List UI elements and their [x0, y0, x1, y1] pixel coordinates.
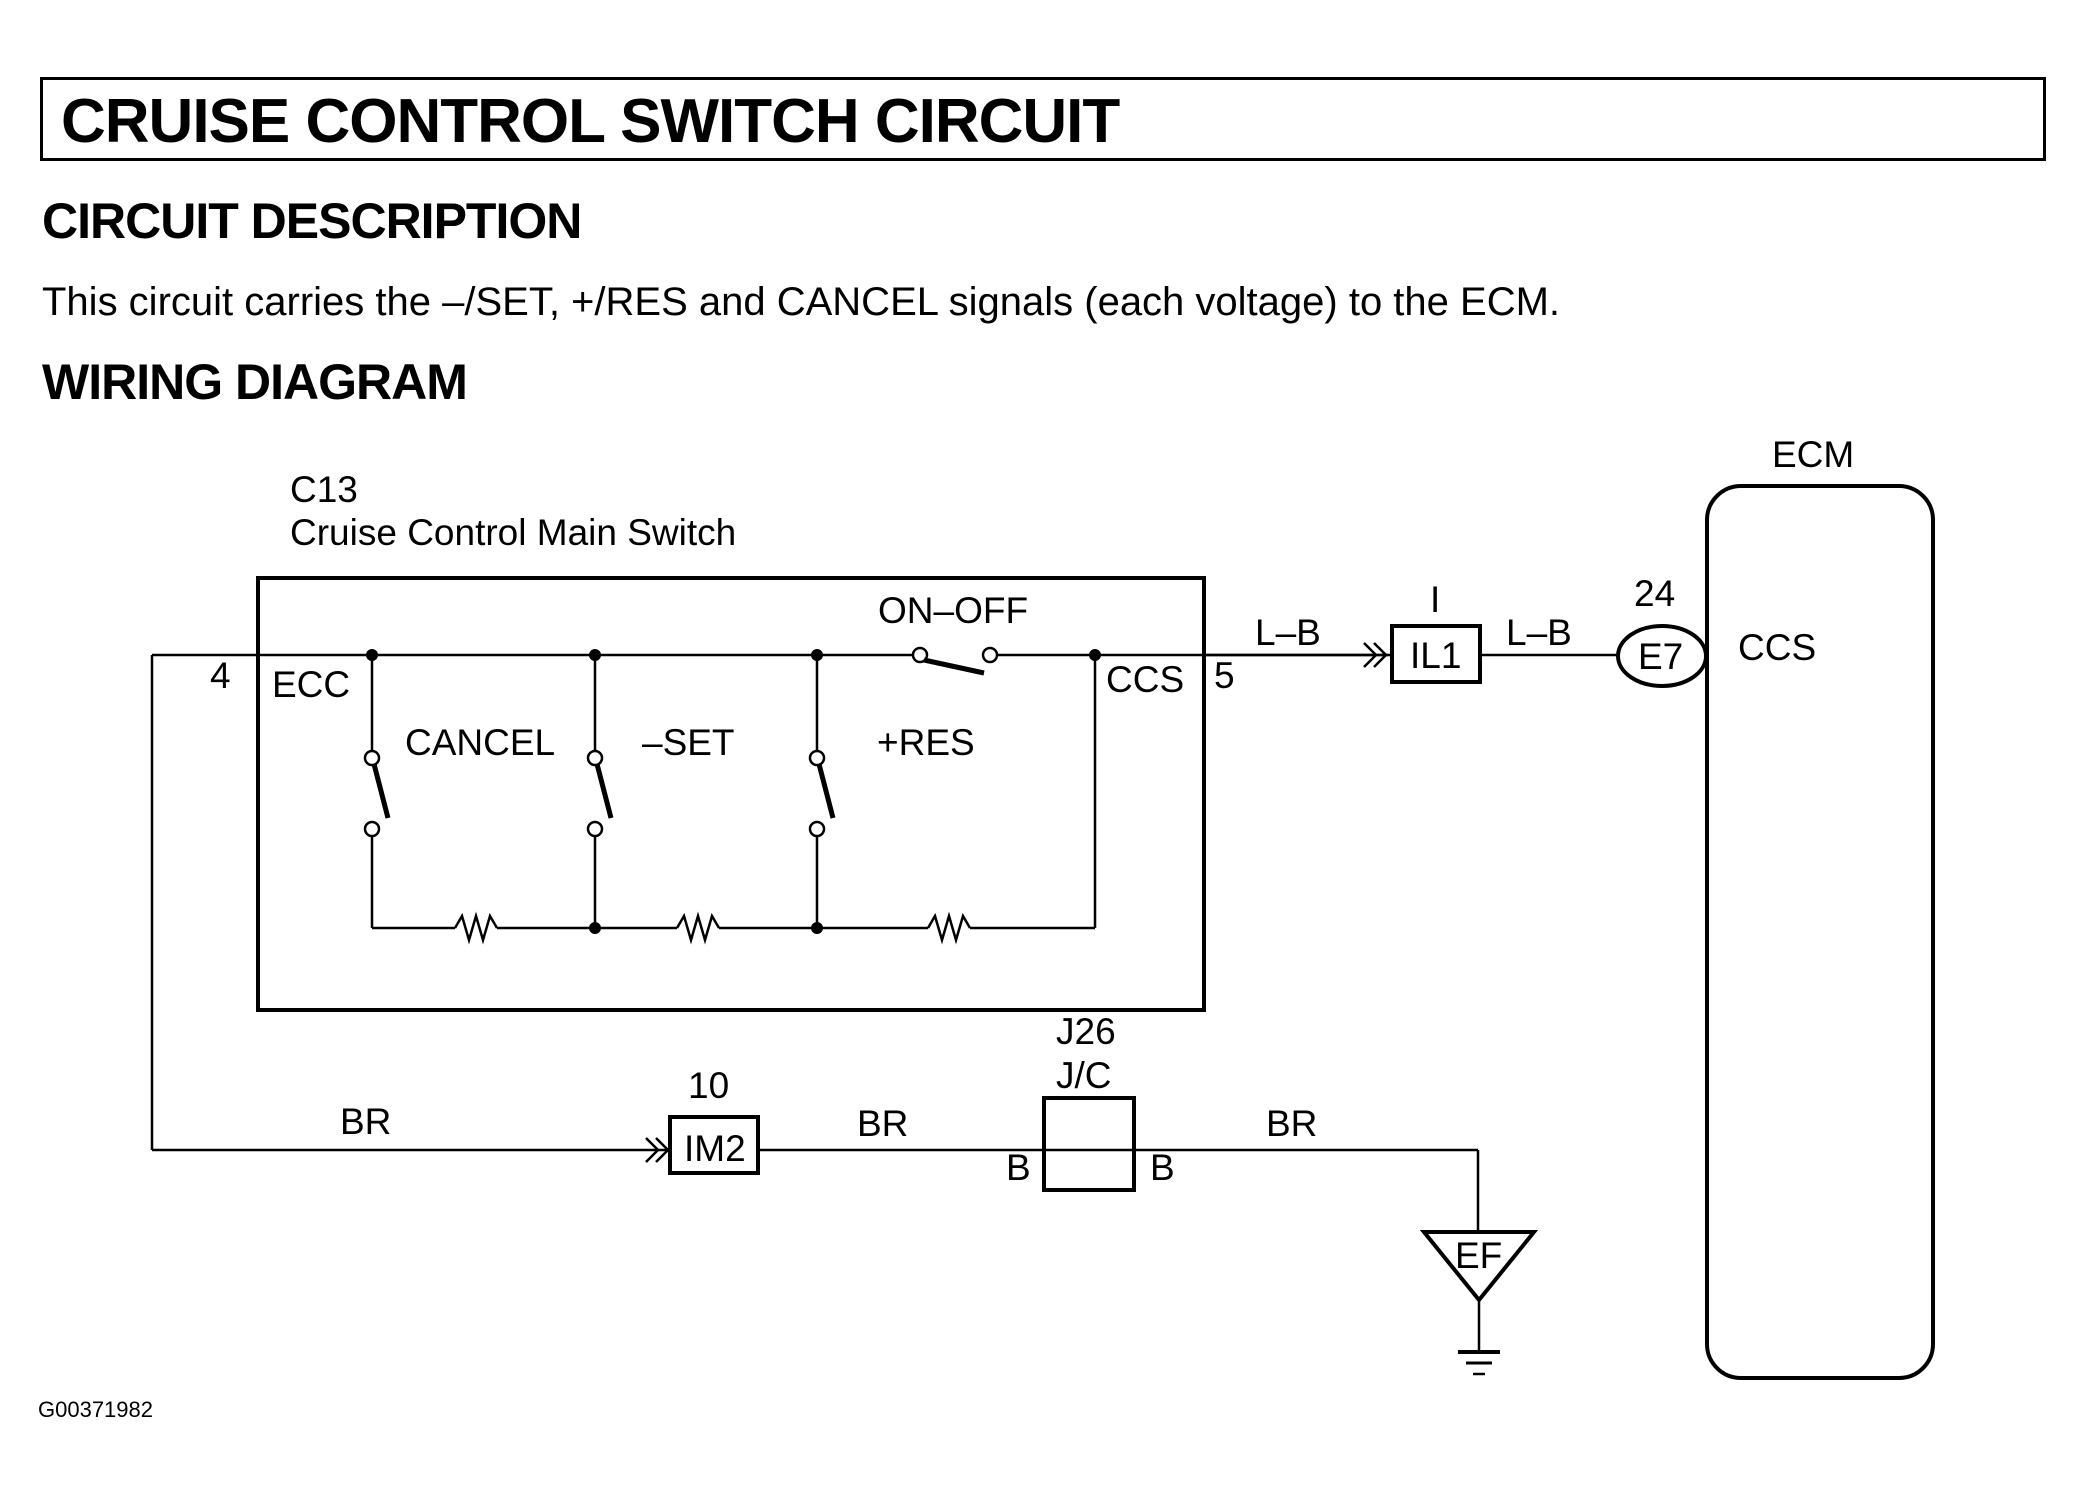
- junction-dot: [811, 922, 823, 934]
- im2-label: IM2: [684, 1128, 746, 1169]
- on-off-switch-icon: [911, 646, 999, 676]
- switch-branches: [370, 655, 1097, 928]
- main-switch-name-label: Cruise Control Main Switch: [290, 512, 736, 553]
- cancel-switch-icon: [363, 749, 391, 838]
- wiring-diagram-heading: WIRING DIAGRAM: [42, 354, 468, 410]
- j26-junction-connector: J26 J/C B B: [1006, 1011, 1175, 1192]
- j26-type: J/C: [1056, 1055, 1112, 1096]
- pin-left-name: ECC: [272, 664, 350, 705]
- e7-pin: 24: [1634, 573, 1675, 614]
- resistor-ladder: [372, 911, 1095, 945]
- bottom-junctions: [589, 922, 823, 934]
- im2-pin: 10: [688, 1065, 729, 1106]
- lb-wire-1-label: L–B: [1255, 612, 1321, 653]
- set-switch-icon: [586, 749, 614, 838]
- set-switch-label: –SET: [642, 722, 735, 763]
- connector-chevron-icon: [1363, 642, 1378, 668]
- page-title: CRUISE CONTROL SWITCH CIRCUIT: [61, 87, 1120, 156]
- junction-dot: [589, 922, 601, 934]
- connector-chevron-icon: [645, 1137, 660, 1163]
- ecm-box: [1705, 484, 1935, 1380]
- ecm-label: ECM: [1772, 434, 1854, 475]
- figure-id: G00371982: [38, 1397, 153, 1422]
- br-wire-3-label: BR: [1266, 1103, 1317, 1144]
- j26-left-pin: B: [1006, 1147, 1031, 1188]
- br-wire-path: [150, 655, 1480, 1232]
- connector-chevron-icon: [1373, 642, 1388, 668]
- il1-label: IL1: [1410, 635, 1461, 676]
- res-switch-icon: [808, 749, 836, 838]
- pin-left-number: 4: [210, 655, 231, 696]
- res-switch-label: +RES: [877, 722, 975, 763]
- page-title-box: CRUISE CONTROL SWITCH CIRCUIT: [40, 77, 2046, 161]
- resistor-icon: [675, 911, 721, 945]
- br-wire-2-label: BR: [857, 1103, 908, 1144]
- circuit-description-heading: CIRCUIT DESCRIPTION: [42, 193, 582, 249]
- resistor-icon: [926, 911, 972, 945]
- ground-ef: EF: [1419, 1230, 1539, 1376]
- main-switch-connector-label: C13: [290, 469, 358, 510]
- pin-right-number: 5: [1214, 655, 1235, 696]
- resistor-icon: [453, 911, 499, 945]
- br-wire-1-label: BR: [340, 1101, 391, 1142]
- lb-wire-2-label: L–B: [1506, 612, 1572, 653]
- ground-label: EF: [1455, 1235, 1502, 1276]
- ecm-terminal-ccs: CCS: [1738, 627, 1816, 668]
- pin-right-name: CCS: [1106, 659, 1184, 700]
- ground-point-triangle-icon: [1419, 1230, 1539, 1304]
- main-switch-box: [256, 576, 1206, 1012]
- cancel-switch-label: CANCEL: [405, 722, 555, 763]
- on-off-switch-label: ON–OFF: [878, 590, 1028, 631]
- ground-symbol-icon: [1458, 1300, 1500, 1376]
- j26-right-pin: B: [1150, 1147, 1175, 1188]
- il1-pin: I: [1430, 579, 1440, 620]
- e7-label: E7: [1638, 636, 1683, 677]
- circuit-description-text: This circuit carries the –/SET, +/RES an…: [42, 280, 1561, 324]
- im2-connector: IM2 10: [645, 1065, 760, 1175]
- j26-id: J26: [1056, 1011, 1116, 1052]
- il1-connector: IL1 I: [1363, 579, 1482, 684]
